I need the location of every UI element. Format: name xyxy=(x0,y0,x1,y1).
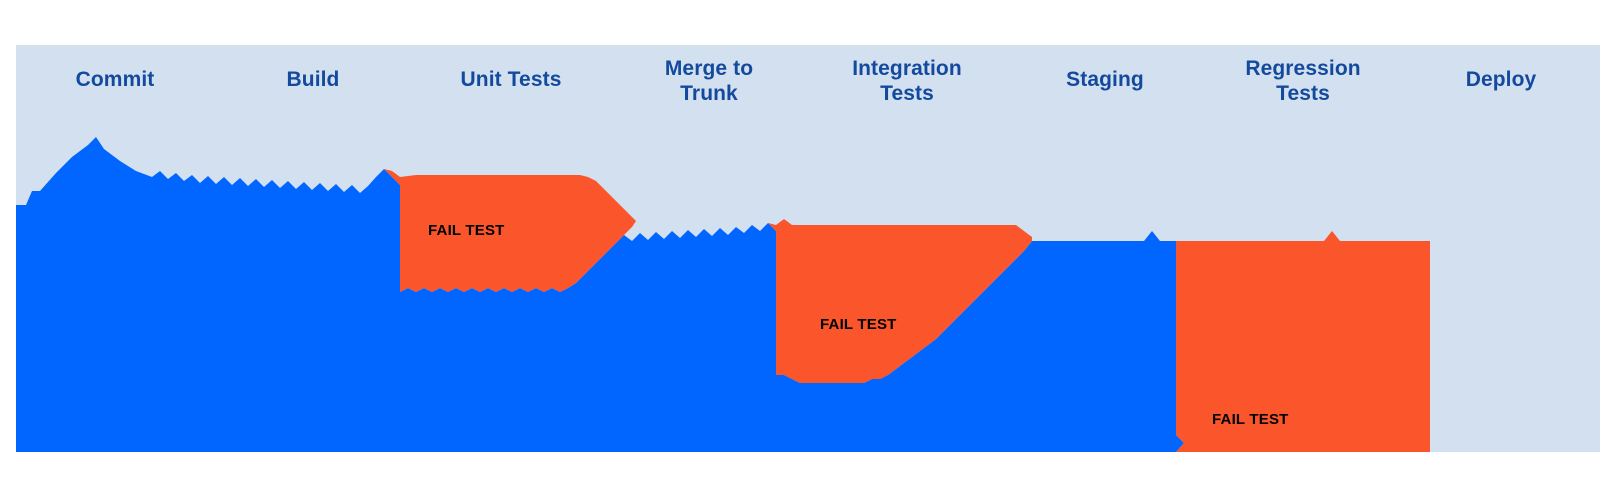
diagram-panel: Commit Build Unit Tests Merge to Trunk I… xyxy=(16,45,1600,452)
fail-area-unit-tests xyxy=(384,169,636,292)
pass-area-blue-tail xyxy=(1136,241,1184,452)
pass-area-blue-staging xyxy=(776,231,1168,452)
fail-area-regression-tests xyxy=(1176,231,1430,452)
pipeline-area-chart xyxy=(16,137,1430,452)
fail-area-integration-tests xyxy=(768,219,1032,383)
pass-area-blue xyxy=(16,137,400,452)
pass-area-blue-mid xyxy=(400,185,776,452)
